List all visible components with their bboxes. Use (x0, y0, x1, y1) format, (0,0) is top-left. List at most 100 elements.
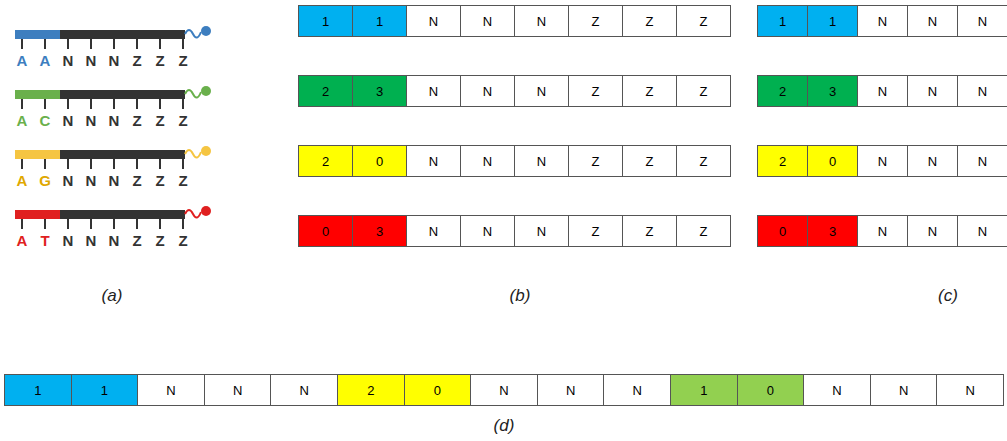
base-letter: C (40, 112, 51, 129)
base-letter: A (17, 112, 28, 129)
table-cell: 2 (757, 145, 808, 177)
table-cell: N (460, 215, 515, 247)
cell-value: N (878, 224, 887, 239)
base-letter: Z (155, 172, 164, 189)
panel-label: (b) (510, 286, 531, 306)
table-cell: 0 (757, 215, 808, 247)
cell-value: 0 (779, 224, 786, 239)
cell-value: 1 (779, 14, 786, 29)
table-cell: 1 (757, 5, 808, 37)
dna-strand (15, 26, 211, 49)
table-cell: N (957, 215, 1007, 247)
cell-value: 2 (322, 154, 329, 169)
cell-value: N (166, 383, 175, 398)
base-letter: N (63, 112, 74, 129)
base-letter: A (17, 52, 28, 69)
table-cell: N (870, 374, 938, 406)
table-cell: N (514, 75, 569, 107)
cell-value: 2 (367, 383, 374, 398)
cell-value: N (928, 224, 937, 239)
table-cell: Z (676, 145, 731, 177)
cell-value: 3 (829, 224, 836, 239)
cell-value: 1 (700, 383, 707, 398)
table-cell: Z (622, 145, 677, 177)
table-cell: N (936, 374, 1004, 406)
panel-label: (d) (494, 416, 515, 436)
cell-value: 3 (376, 224, 383, 239)
cell-value: N (233, 383, 242, 398)
cell-value: Z (646, 14, 654, 29)
cell-value: Z (646, 224, 654, 239)
cell-value: N (878, 84, 887, 99)
cell-value: 3 (829, 84, 836, 99)
table-cell: N (907, 145, 958, 177)
cell-value: N (537, 84, 546, 99)
cell-value: 1 (376, 14, 383, 29)
base-letter: N (109, 232, 120, 249)
dna-strand (15, 86, 211, 109)
table-cell: N (907, 75, 958, 107)
panel-label: (a) (102, 286, 123, 306)
cell-value: 0 (376, 154, 383, 169)
cell-value: Z (700, 154, 708, 169)
table-cell: 2 (298, 75, 353, 107)
cell-value: N (928, 154, 937, 169)
base-letter: A (40, 52, 51, 69)
cell-value: N (566, 383, 575, 398)
cell-value: Z (592, 84, 600, 99)
table-cell: N (514, 215, 569, 247)
table-cell: N (537, 374, 605, 406)
cell-value: 1 (101, 383, 108, 398)
dna-strand (15, 206, 211, 229)
table-cell: N (406, 145, 461, 177)
table-cell: N (406, 5, 461, 37)
cell-value: N (537, 154, 546, 169)
cell-value: 1 (322, 14, 329, 29)
table-cell: Z (676, 5, 731, 37)
table-cell: Z (622, 5, 677, 37)
cell-value: N (429, 224, 438, 239)
table-cell: N (603, 374, 671, 406)
table-cell: 0 (737, 374, 805, 406)
table-cell: Z (568, 5, 623, 37)
base-letter: N (63, 172, 74, 189)
table-cell: N (514, 5, 569, 37)
table-cell: 1 (670, 374, 738, 406)
cell-value: 0 (322, 224, 329, 239)
table-cell: N (907, 5, 958, 37)
cell-value: N (978, 14, 987, 29)
base-letter: N (109, 112, 120, 129)
table-cell: N (857, 215, 908, 247)
table-cell: N (514, 145, 569, 177)
cell-value: N (429, 84, 438, 99)
base-letter: Z (132, 172, 141, 189)
base-letter: Z (132, 112, 141, 129)
table-cell: Z (676, 215, 731, 247)
cell-value: Z (700, 14, 708, 29)
cell-value: N (928, 14, 937, 29)
base-letter: N (109, 52, 120, 69)
cell-value: N (429, 14, 438, 29)
base-letter: N (86, 112, 97, 129)
table-cell: N (857, 5, 908, 37)
cell-value: N (878, 14, 887, 29)
table-cell: 1 (298, 5, 353, 37)
base-letter: Z (132, 52, 141, 69)
cell-value: 1 (829, 14, 836, 29)
table-cell: N (803, 374, 871, 406)
table-cell: Z (568, 215, 623, 247)
table-cell: N (957, 5, 1007, 37)
table-cell: 3 (807, 215, 858, 247)
table-cell: 3 (352, 215, 407, 247)
base-letter: T (40, 232, 49, 249)
base-letter: Z (178, 172, 187, 189)
cell-value: N (632, 383, 641, 398)
table-cell: 0 (298, 215, 353, 247)
table-cell: Z (568, 145, 623, 177)
table-cell: Z (622, 215, 677, 247)
base-letter: Z (178, 232, 187, 249)
cell-value: N (483, 224, 492, 239)
base-letter: N (63, 232, 74, 249)
table-cell: 1 (352, 5, 407, 37)
table-cell: N (957, 145, 1007, 177)
